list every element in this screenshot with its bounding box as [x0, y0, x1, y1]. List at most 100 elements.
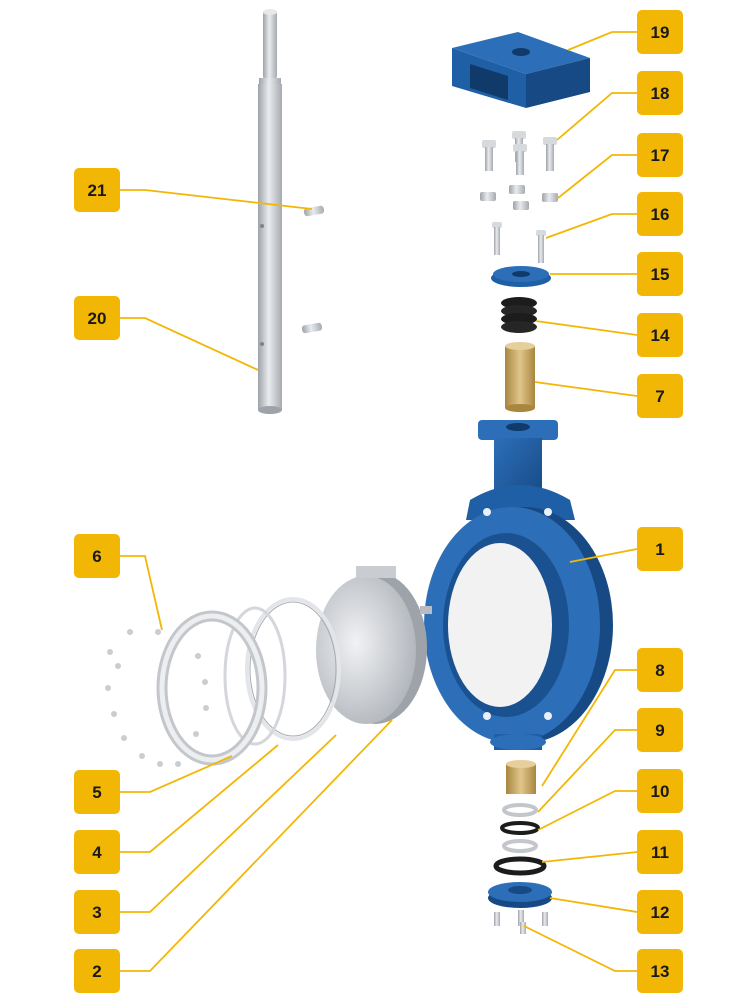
callout-badge-15: 15	[637, 252, 683, 296]
callout-number: 20	[88, 309, 107, 328]
badge-background	[637, 374, 683, 418]
leader-lines	[120, 31, 638, 972]
clamp-ring-icon	[156, 610, 268, 766]
callout-badge-14: 14	[637, 313, 683, 357]
gland-icon	[491, 266, 551, 287]
disc-icon	[316, 566, 432, 724]
leader-line-8	[541, 669, 637, 787]
callout-badge-18: 18	[637, 71, 683, 115]
callout-badge-4: 4	[74, 830, 120, 874]
callout-number: 21	[88, 181, 107, 200]
callout-number: 6	[92, 547, 101, 566]
badge-background	[637, 890, 683, 934]
callout-number: 2	[92, 962, 101, 981]
badge-background	[637, 313, 683, 357]
callout-badge-17: 17	[637, 133, 683, 177]
callout-badge-10: 10	[637, 769, 683, 813]
callout-number: 17	[651, 146, 670, 165]
callout-number: 1	[655, 540, 664, 559]
leader-line-13	[523, 925, 637, 972]
callout-number: 4	[92, 843, 102, 862]
leader-line-17	[557, 154, 637, 199]
callout-badge-13: 13	[637, 949, 683, 993]
callout-number: 7	[655, 387, 664, 406]
leader-line-5	[120, 755, 233, 793]
mounting-bracket-icon	[452, 32, 590, 108]
stem-icon	[258, 9, 282, 414]
bushing-icon	[505, 342, 535, 412]
badge-background	[637, 769, 683, 813]
callout-number: 11	[651, 843, 669, 862]
badge-background	[637, 527, 683, 571]
badge-background	[637, 71, 683, 115]
callout-badge-6: 6	[74, 534, 120, 578]
callout-badge-21: 21	[74, 168, 120, 212]
callout-badge-19: 19	[637, 10, 683, 54]
callout-number: 19	[651, 23, 670, 42]
valve-body-icon	[424, 420, 613, 750]
leader-line-6	[120, 555, 163, 631]
badge-background	[637, 708, 683, 752]
callout-number: 14	[651, 326, 670, 345]
callout-number: 16	[651, 205, 670, 224]
leader-line-20	[120, 317, 259, 371]
callout-number: 13	[651, 962, 670, 981]
pins-icon	[301, 205, 325, 334]
callout-badge-20: 20	[74, 296, 120, 340]
callout-number: 8	[655, 661, 664, 680]
callout-number: 3	[92, 903, 101, 922]
badge-background	[74, 830, 120, 874]
bottom-cover-icon	[488, 882, 552, 908]
callout-number: 15	[651, 265, 670, 284]
callout-badge-1: 1	[637, 527, 683, 571]
leader-line-4	[120, 744, 279, 853]
callout-badge-8: 8	[637, 648, 683, 692]
callout-badge-3: 3	[74, 890, 120, 934]
badge-background	[637, 192, 683, 236]
callout-badge-9: 9	[637, 708, 683, 752]
callout-number: 12	[651, 903, 670, 922]
badge-background	[74, 296, 120, 340]
callout-badge-2: 2	[74, 949, 120, 993]
callout-badge-7: 7	[637, 374, 683, 418]
leader-line-3	[120, 734, 337, 913]
leader-line-1	[569, 548, 638, 563]
badge-background	[637, 949, 683, 993]
bottom-bushing-icon	[502, 839, 538, 853]
nuts-icon	[480, 185, 558, 210]
badge-background	[74, 770, 120, 814]
leader-line-2	[120, 719, 393, 972]
badge-background	[637, 133, 683, 177]
o-ring-icon	[500, 821, 540, 835]
callout-badge-5: 5	[74, 770, 120, 814]
bottom-bolts-icon	[494, 910, 548, 934]
packing-icon	[501, 297, 537, 333]
leader-line-10	[537, 790, 637, 831]
leader-line-12	[549, 897, 638, 913]
bolts-icon	[482, 131, 557, 175]
callout-badge-16: 16	[637, 192, 683, 236]
leader-line-9	[537, 729, 637, 813]
callout-number: 5	[92, 783, 101, 802]
thrust-washer-icon	[502, 760, 538, 817]
badge-background	[74, 890, 120, 934]
leader-line-19	[567, 31, 637, 51]
badge-background	[637, 252, 683, 296]
seat-ring-icon	[245, 597, 341, 741]
badge-background	[74, 534, 120, 578]
retaining-ring-icon	[223, 606, 287, 746]
badge-background	[74, 949, 120, 993]
leader-line-14	[535, 320, 638, 336]
leader-line-18	[556, 92, 637, 141]
studs-icon	[492, 222, 546, 263]
badge-background	[74, 168, 120, 212]
callout-number: 18	[651, 84, 670, 103]
leader-line-7	[534, 381, 638, 397]
leader-line-16	[545, 213, 637, 239]
bottom-o-ring-icon	[493, 856, 547, 876]
badge-background	[637, 830, 683, 874]
leader-line-21	[120, 189, 313, 210]
screws-icon	[105, 629, 209, 767]
